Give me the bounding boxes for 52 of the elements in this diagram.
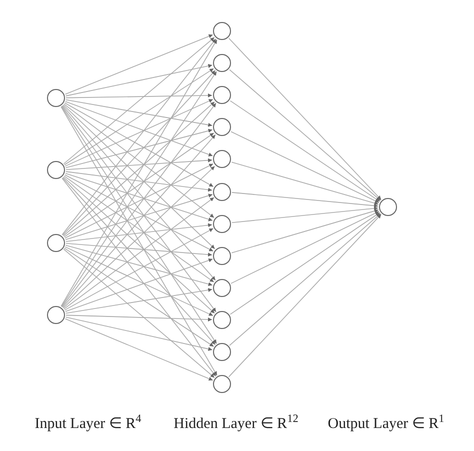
arrow — [62, 70, 216, 236]
arrow — [229, 69, 381, 201]
arrow — [65, 64, 213, 96]
layer-label: Hidden Layer ∈ R$^{12}$ — [174, 413, 298, 434]
arrow — [65, 258, 213, 312]
arrow — [230, 210, 380, 284]
arrow — [64, 318, 214, 381]
arrow — [62, 134, 216, 308]
arrow — [232, 192, 378, 208]
arrow — [62, 178, 216, 377]
arrow — [64, 102, 214, 187]
arrow — [64, 246, 214, 316]
arrow — [64, 34, 214, 95]
arrow — [65, 288, 213, 314]
arrow — [66, 223, 212, 242]
arrow — [228, 214, 382, 378]
layer-label: Output Layer ∈ R$^{1}$ — [328, 413, 444, 434]
arrow — [228, 38, 382, 200]
arrow — [229, 213, 381, 346]
arrow — [65, 316, 213, 351]
arrow — [230, 100, 380, 202]
arrow — [64, 68, 214, 166]
arrow — [64, 163, 214, 239]
arrow — [64, 248, 214, 347]
arrow — [65, 194, 213, 240]
arrow — [62, 177, 216, 346]
arrow — [64, 228, 214, 310]
arrow — [66, 93, 212, 98]
arrow — [64, 132, 214, 238]
arrow — [66, 158, 212, 170]
arrow — [232, 206, 378, 223]
arrow — [63, 37, 215, 164]
arrow — [231, 209, 379, 254]
arrow — [64, 174, 214, 252]
arrow — [64, 104, 214, 218]
arrow — [65, 99, 213, 127]
arrow — [64, 101, 214, 156]
arrow — [66, 242, 212, 257]
arrow — [66, 171, 212, 192]
arrow — [64, 176, 214, 282]
arrow — [64, 98, 214, 167]
arrow — [230, 212, 380, 315]
layer-label: Input Layer ∈ R$^{4}$ — [34, 413, 142, 434]
arrow — [230, 131, 380, 204]
arrow — [64, 197, 214, 310]
arrow — [63, 248, 215, 378]
arrow — [65, 172, 213, 222]
arrow — [231, 162, 379, 206]
arrow — [62, 38, 216, 236]
arrow — [65, 244, 213, 286]
arrow — [66, 314, 212, 322]
arrow — [65, 128, 213, 168]
